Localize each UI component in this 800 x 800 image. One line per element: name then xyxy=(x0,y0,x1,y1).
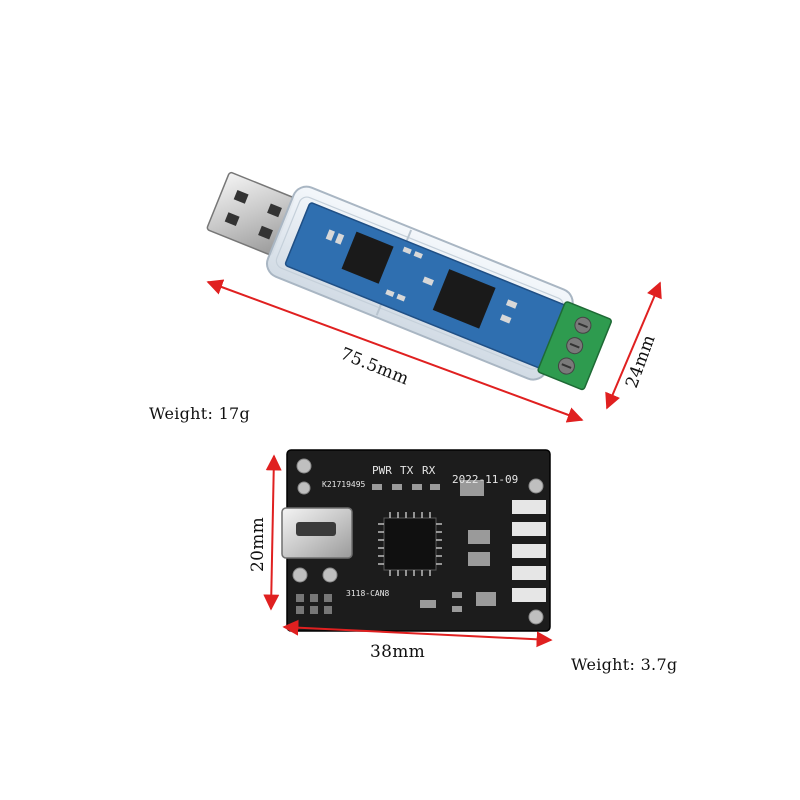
width2-dimension-line xyxy=(282,619,553,648)
height2-label: 20mm xyxy=(248,516,268,572)
silk-date: 2022-11-09 xyxy=(452,473,518,486)
weight-label-1: Weight: 17g xyxy=(149,404,251,423)
height2-dimension-line xyxy=(263,454,282,611)
usb-can-adapter xyxy=(206,171,612,391)
width-dimension-line xyxy=(605,281,662,410)
black-pcb-module: PWR TX RX 2022-11-09 K21719495 3118-CAN8 xyxy=(281,449,551,632)
micro-usb-port xyxy=(281,507,353,559)
silk-tx: TX xyxy=(400,464,414,477)
silk-pwr: PWR xyxy=(372,464,392,477)
width2-label: 38mm xyxy=(370,642,426,662)
silk-model: 3118-CAN8 xyxy=(346,589,390,598)
mcu-chip xyxy=(383,517,437,571)
header-pins xyxy=(296,594,332,614)
silk-serial: K21719495 xyxy=(322,480,366,489)
length-dimension-line xyxy=(206,279,584,423)
weight-label-2: Weight: 3.7g xyxy=(571,655,678,674)
edge-pads xyxy=(512,500,546,602)
mcu-chip xyxy=(341,231,394,284)
silk-rx: RX xyxy=(422,464,436,477)
